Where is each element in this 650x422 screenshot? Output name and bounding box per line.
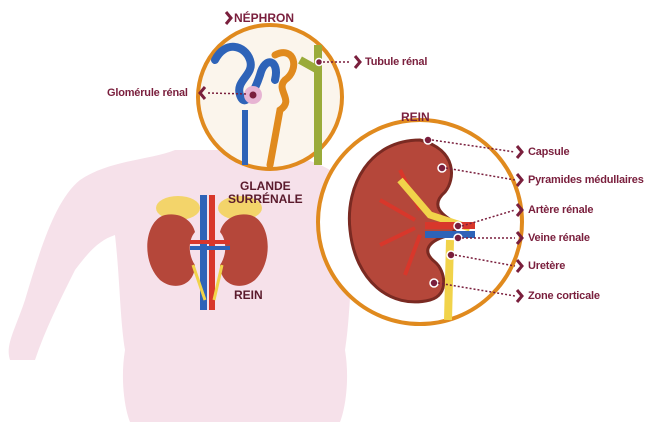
kidney-title: REIN [401,110,430,124]
label-tubule-renal: Tubule rénal [365,56,428,68]
adrenal-line1: GLANDE [240,179,291,193]
nephron-inset [196,11,362,171]
nephron-title: NÉPHRON [234,11,295,25]
label-uretere: Uretère [528,260,566,272]
label-artere-renale: Artère rénale [528,204,594,216]
body-kidneys [147,195,268,310]
label-capsule: Capsule [528,146,570,158]
label-glande-surrenale: GLANDE SURRÉNALE [228,180,303,206]
label-glomerule-renal: Glomérule rénal [107,87,188,99]
label-body-rein: REIN [234,288,263,302]
label-zone-corticale: Zone corticale [528,290,600,302]
adrenal-line2: SURRÉNALE [228,192,303,206]
body-silhouette [8,150,380,422]
label-pyramides: Pyramides médullaires [528,174,644,186]
kidney-inset [316,118,524,326]
label-veine-renale: Veine rénale [528,232,590,244]
